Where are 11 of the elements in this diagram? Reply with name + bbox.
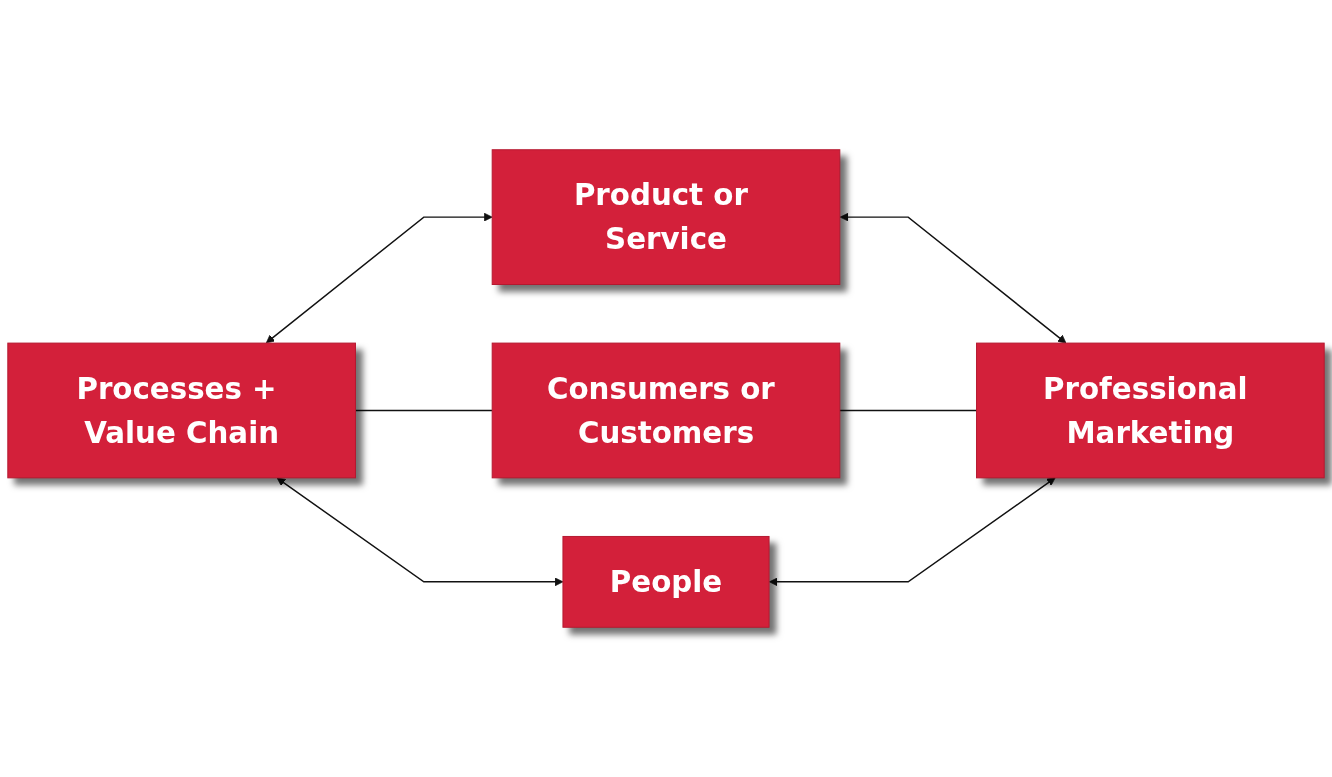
node-box: Processes + Value Chain: [7, 342, 356, 479]
connector: [839, 409, 978, 412]
node-box: Professional Marketing: [976, 342, 1325, 479]
arrow: [769, 477, 1056, 587]
node-box: Consumers or Customers: [491, 342, 841, 479]
connector: [354, 409, 493, 412]
node-box: Product or Service: [491, 149, 841, 285]
arrow: [265, 212, 493, 344]
arrow: [839, 212, 1067, 344]
arrow: [276, 477, 564, 587]
node-box: People: [562, 535, 770, 628]
